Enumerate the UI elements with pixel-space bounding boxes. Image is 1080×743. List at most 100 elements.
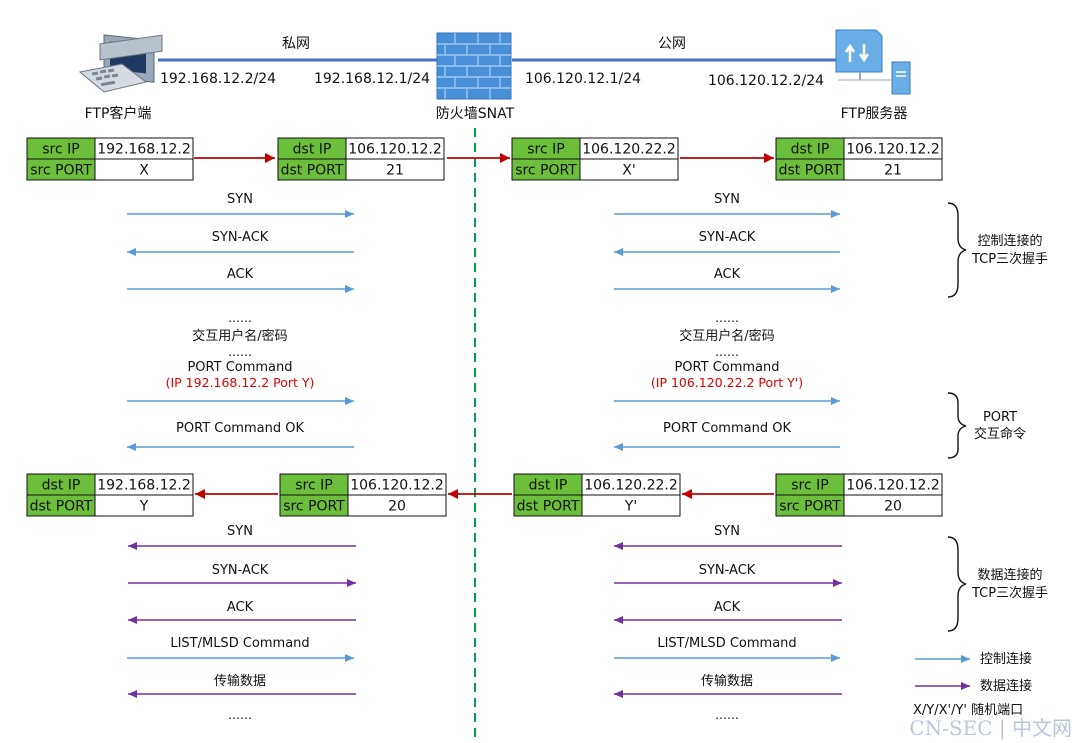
- field-value: Y': [624, 499, 637, 515]
- legend: 控制连接 数据连接 X/Y/X'/Y' 随机端口: [913, 651, 1032, 718]
- field-name: src IP: [42, 142, 79, 158]
- private-net-label: 私网: [282, 36, 310, 52]
- field-value: Y: [139, 499, 149, 515]
- control-brace: [947, 202, 967, 298]
- right-syn-label: SYN: [714, 192, 740, 207]
- computer-icon: [78, 34, 163, 93]
- brace-control-line2: TCP三次握手: [971, 251, 1048, 267]
- field-value: 106.120.12.2: [846, 142, 940, 158]
- field-value: 106.120.22.2: [582, 142, 676, 158]
- field-value-cell: [345, 158, 445, 181]
- field-name: dst PORT: [517, 499, 580, 515]
- field-value: 106.120.12.2: [350, 478, 444, 494]
- field-value: X: [139, 163, 149, 179]
- brace-port-line1: PORT: [983, 410, 1017, 425]
- field-value-cell: [347, 494, 447, 517]
- field-value-cell: [579, 158, 679, 181]
- legend-ports-label: X/Y/X'/Y' 随机端口: [913, 703, 1023, 718]
- field-value: 106.120.22.2: [584, 478, 678, 494]
- brace-data-line2: TCP三次握手: [971, 585, 1048, 601]
- left-auth-label: 交互用户名/密码: [192, 328, 287, 344]
- field-name: src PORT: [283, 499, 345, 515]
- right-data-synack-label: SYN-ACK: [699, 563, 756, 578]
- server-ip-label: 106.120.12.2/24: [708, 73, 824, 89]
- packet-header-table: src IP 192.168.12.2 src PORT X: [26, 137, 194, 181]
- field-value-cell: [581, 494, 681, 517]
- public-net-label: 公网: [658, 36, 686, 52]
- left-list-label: LIST/MLSD Command: [170, 636, 309, 651]
- packet-header-table: src IP 106.120.12.2 src PORT 20: [279, 473, 447, 517]
- field-value: 21: [386, 163, 404, 179]
- field-name: dst PORT: [779, 163, 842, 179]
- port-brace: [947, 392, 967, 459]
- left-port-cmd-label: PORT Command: [187, 360, 292, 375]
- field-value: 21: [884, 163, 902, 179]
- right-transfer-label: 传输数据: [701, 673, 753, 689]
- field-value-cell: [94, 158, 194, 181]
- field-value-cell: [94, 494, 194, 517]
- field-value-cell: [843, 494, 943, 517]
- field-name: src PORT: [779, 499, 841, 515]
- field-value: X': [622, 163, 635, 179]
- field-name: dst IP: [293, 142, 332, 158]
- left-port-ok-label: PORT Command OK: [176, 421, 304, 436]
- left-ack-label: ACK: [227, 267, 254, 282]
- data-brace: [947, 536, 967, 632]
- field-name: dst PORT: [281, 163, 344, 179]
- left-dots-1: ......: [228, 310, 252, 325]
- right-dots-2: ......: [715, 344, 739, 359]
- left-sequence: SYN SYN-ACK ACK ...... 交互用户名/密码 ...... P…: [127, 192, 356, 722]
- field-value: 106.120.12.2: [348, 142, 442, 158]
- field-name: dst IP: [42, 478, 81, 494]
- right-data-ack-label: ACK: [714, 600, 741, 615]
- left-syn-label: SYN: [227, 192, 253, 207]
- right-ack-label: ACK: [714, 267, 741, 282]
- field-name: src IP: [791, 478, 828, 494]
- firewall-icon: [436, 32, 512, 100]
- brace-data-line1: 数据连接的: [977, 567, 1042, 583]
- server-label: FTP服务器: [841, 106, 908, 122]
- right-port-detail-label: (IP 106.120.22.2 Port Y'): [651, 375, 803, 390]
- field-value: 20: [884, 499, 902, 515]
- field-name: dst IP: [529, 478, 568, 494]
- fw-inside-ip-label: 192.168.12.1/24: [314, 71, 430, 87]
- watermark-text: CN-SEC | 中文网: [909, 716, 1072, 741]
- field-value: 192.168.12.2: [97, 142, 191, 158]
- client-ip-label: 192.168.12.2/24: [160, 71, 276, 87]
- packet-header-table: src IP 106.120.22.2 src PORT X': [511, 137, 679, 181]
- right-list-label: LIST/MLSD Command: [657, 636, 796, 651]
- field-value: 20: [388, 499, 406, 515]
- legend-data-label: 数据连接: [980, 678, 1032, 694]
- server-icon: [835, 29, 911, 95]
- left-port-detail-label: (IP 192.168.12.2 Port Y): [166, 375, 315, 390]
- client-label: FTP客户端: [85, 105, 152, 122]
- legend-control-label: 控制连接: [980, 651, 1032, 667]
- right-dots-3: ......: [715, 707, 739, 722]
- field-name: src PORT: [515, 163, 577, 179]
- packet-header-table: src IP 106.120.12.2 src PORT 20: [775, 473, 943, 517]
- left-data-ack-label: ACK: [227, 600, 254, 615]
- field-value: 106.120.12.2: [846, 478, 940, 494]
- right-sequence: SYN SYN-ACK ACK ...... 交互用户名/密码 ...... P…: [614, 192, 842, 722]
- right-data-syn-label: SYN: [714, 524, 740, 539]
- packet-flow-arrows: [194, 153, 774, 499]
- brace-port-line2: 交互命令: [974, 426, 1026, 442]
- field-name: dst PORT: [30, 499, 93, 515]
- right-dots-1: ......: [715, 310, 739, 325]
- topology: 私网 公网 192.168.12.2/24 192.168.12.1/24 10…: [78, 29, 911, 122]
- field-name: dst IP: [791, 142, 830, 158]
- right-port-cmd-label: PORT Command: [674, 360, 779, 375]
- left-transfer-label: 传输数据: [214, 673, 266, 689]
- left-dots-2: ......: [228, 344, 252, 359]
- firewall-label: 防火墙SNAT: [436, 106, 515, 122]
- field-name: src IP: [527, 142, 564, 158]
- field-name: src IP: [295, 478, 332, 494]
- field-name: src PORT: [30, 163, 92, 179]
- right-port-ok-label: PORT Command OK: [663, 421, 791, 436]
